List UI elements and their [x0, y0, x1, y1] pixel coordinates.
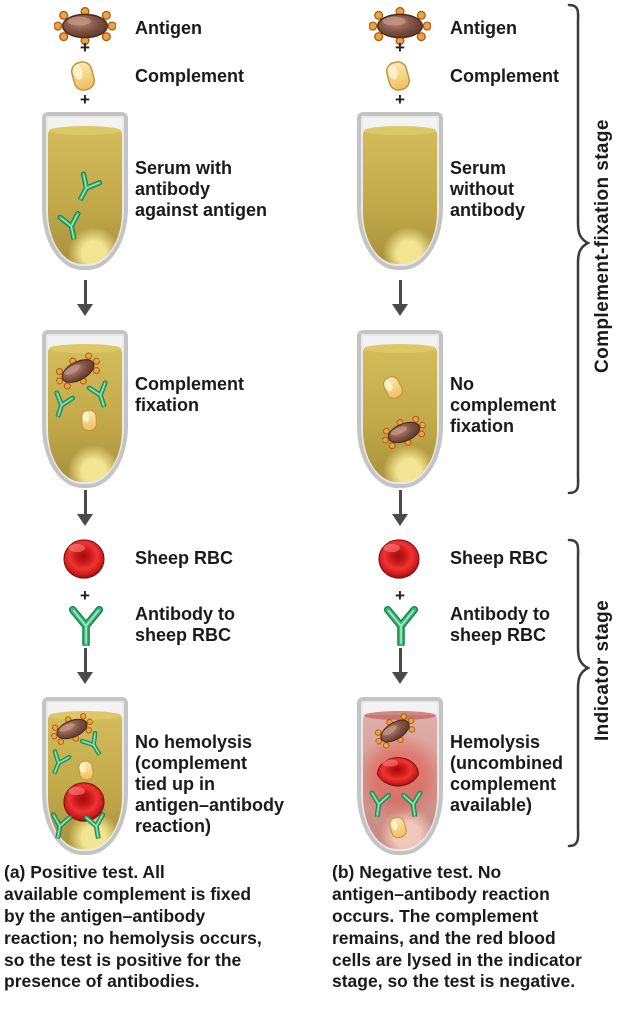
plus-sign: +	[395, 586, 405, 605]
fixation-label: No complement fixation	[450, 374, 557, 437]
fixation-label: Complement fixation	[135, 374, 245, 416]
plus-sign: +	[395, 38, 405, 57]
arrow-down-icon	[77, 648, 93, 684]
complement-icon	[385, 813, 411, 842]
stage-bracket-indicator	[567, 538, 590, 848]
serum-label: Serum with antibody against antigen	[135, 158, 268, 221]
tube-liquid	[48, 130, 122, 264]
sheep-rbc-label: Sheep RBC	[135, 548, 234, 568]
result-label: No hemolysis (complement tied up in anti…	[135, 732, 285, 837]
caption-b-body: No antigen–antibody reaction occurs. The…	[332, 862, 582, 992]
caption-a-body: All available complement is fixed by the…	[4, 862, 262, 992]
caption-a-lead: (a) Positive test.	[4, 862, 139, 882]
complement-label: Complement	[450, 66, 560, 86]
stage-label-complement-fixation: Complement-fixation stage	[592, 119, 613, 373]
complement-label: Complement	[135, 66, 245, 86]
plus-sign: +	[395, 90, 405, 109]
sheep-rbc-label: Sheep RBC	[450, 548, 549, 568]
caption-b: (b) Negative test. No antigen–antibody r…	[332, 862, 618, 993]
stage-bracket-complement-fixation	[567, 3, 590, 495]
liquid-surface	[364, 126, 436, 135]
antigen-label: Antigen	[135, 18, 202, 38]
caption-b-lead: (b) Negative test.	[332, 862, 473, 882]
test-tube-serum-b	[357, 112, 443, 270]
lysed-rbc-icon	[373, 753, 423, 789]
test-tube-fixation-a	[42, 330, 128, 488]
arrow-down-icon	[392, 280, 408, 316]
plus-sign: +	[80, 38, 90, 57]
plus-sign: +	[80, 90, 90, 109]
liquid-surface	[49, 126, 121, 135]
arrow-down-icon	[77, 490, 93, 526]
stage-label-indicator: Indicator stage	[592, 599, 613, 741]
sheep-rbc-icon	[62, 538, 106, 580]
arrow-down-icon	[77, 280, 93, 316]
liquid-surface	[364, 711, 436, 720]
antibody-rbc-label: Antibody to sheep RBC	[450, 604, 550, 646]
antibody-icon	[82, 809, 110, 841]
antibody-rbc-label: Antibody to sheep RBC	[135, 604, 235, 646]
sheep-rbc-icon	[377, 538, 421, 580]
test-tube-result-b	[357, 697, 443, 855]
antibody-icon	[67, 602, 105, 646]
antigen-label: Antigen	[450, 18, 517, 38]
antibody-icon	[382, 602, 420, 646]
serum-label: Serum without antibody	[450, 158, 525, 221]
test-tube-fixation-b	[357, 330, 443, 488]
arrow-down-icon	[392, 490, 408, 526]
test-tube-serum-a	[42, 112, 128, 270]
tube-liquid	[363, 348, 437, 482]
test-tube-result-a	[42, 697, 128, 855]
antibody-icon	[46, 809, 74, 841]
liquid-surface	[364, 344, 436, 353]
result-label: Hemolysis (uncombined complement availab…	[450, 732, 563, 816]
tube-liquid	[363, 130, 437, 264]
arrow-down-icon	[392, 648, 408, 684]
complement-icon	[376, 369, 410, 405]
plus-sign: +	[80, 586, 90, 605]
caption-a: (a) Positive test. All available complem…	[4, 862, 304, 993]
liquid-surface	[49, 344, 121, 353]
